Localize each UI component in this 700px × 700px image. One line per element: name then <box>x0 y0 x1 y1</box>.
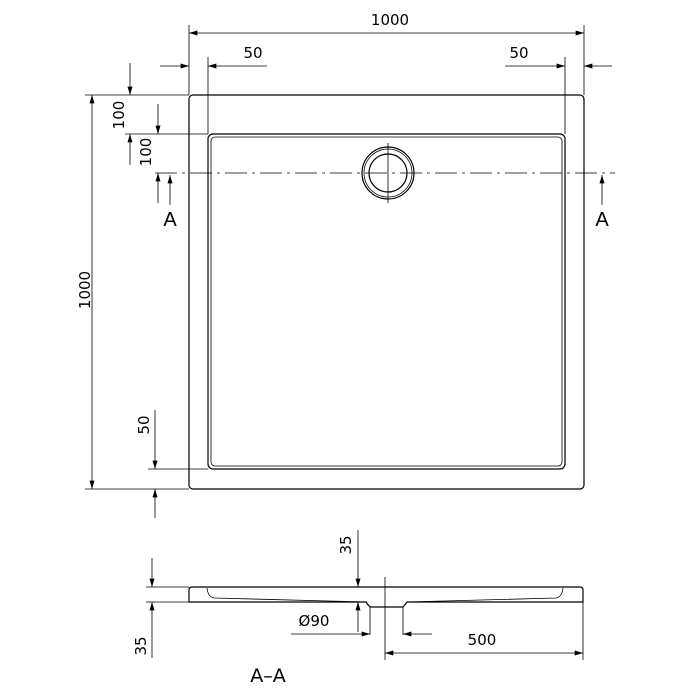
tray-section <box>188 586 584 608</box>
dim-rim-right: 50 <box>509 44 528 62</box>
section-marker-left: A <box>163 209 177 231</box>
section-title: A–A <box>250 665 286 687</box>
dim-drain-diameter: Ø90 <box>299 612 330 630</box>
dim-tray-height: 35 <box>132 636 150 655</box>
dim-rim-top: 100 <box>110 101 128 130</box>
plan-view: 1000 50 50 1000 100 100 50 A A <box>76 11 615 518</box>
dim-overall-width: 1000 <box>371 11 409 29</box>
tray-basin <box>207 133 566 470</box>
dim-rim-bottom: 50 <box>135 415 153 434</box>
dim-drain-position: 500 <box>468 631 497 649</box>
dim-drain-offset: 100 <box>137 138 155 167</box>
dim-rim-height: 35 <box>337 535 355 554</box>
section-view: 35 35 Ø90 500 A–A <box>132 530 584 687</box>
dim-rim-left: 50 <box>243 44 262 62</box>
section-marker-right: A <box>595 209 609 231</box>
tray-outline <box>188 94 585 490</box>
dim-overall-depth: 1000 <box>76 271 94 309</box>
